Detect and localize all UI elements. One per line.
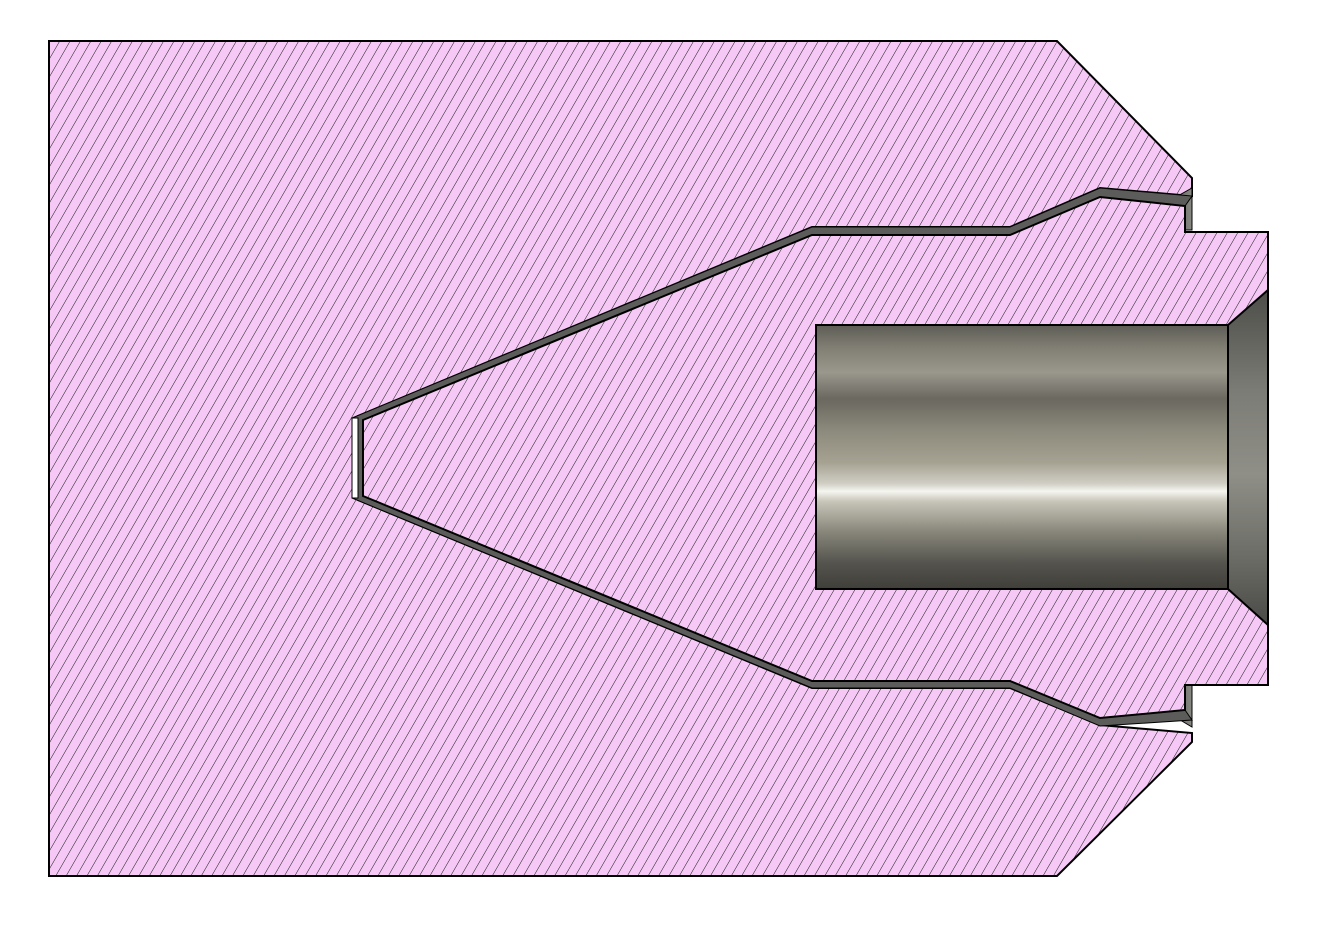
collet-tip-gap: [351, 417, 359, 499]
bore-cylinder: [815, 324, 1229, 590]
bore-chamfer: [1227, 287, 1269, 628]
